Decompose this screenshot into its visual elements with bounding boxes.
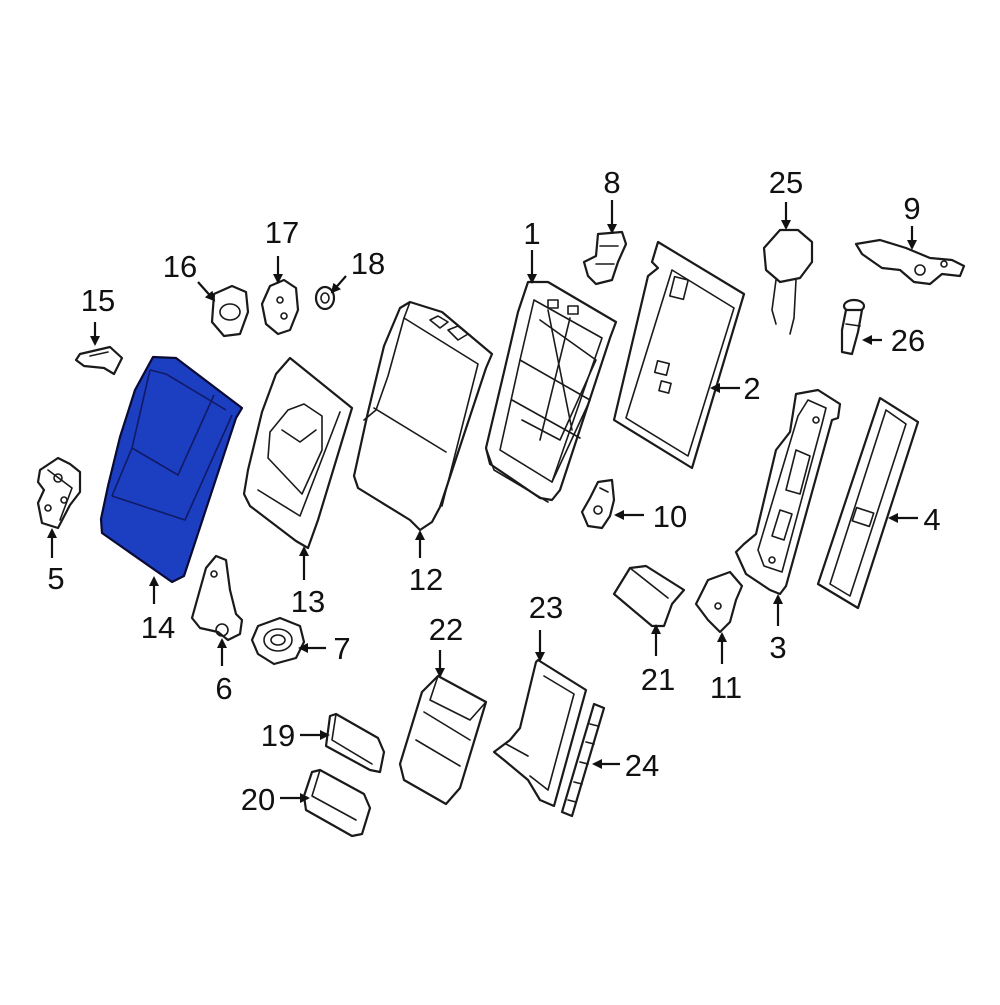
part-6-hinge-bracket[interactable] [190,554,244,642]
callout-12: 12 [409,562,443,597]
part-1-seat-back-frame[interactable] [484,280,618,503]
part-9-hinge[interactable] [854,238,966,286]
part-11-bracket[interactable] [694,570,744,634]
callout-15: 15 [81,283,115,318]
part-19-cover[interactable] [324,712,386,774]
callout-19: 19 [261,718,295,753]
part-21-cover[interactable] [612,564,686,628]
leader-lines [47,200,918,803]
callout-16: 16 [163,249,197,284]
part-20-cover[interactable] [302,768,372,838]
callout-6: 6 [215,671,232,706]
callout-24: 24 [625,748,659,783]
callout-21: 21 [641,662,675,697]
part-13-back-panel[interactable] [242,356,354,550]
part-7-escutcheon[interactable] [250,616,306,666]
callout-22: 22 [429,612,463,647]
callout-17: 17 [265,215,299,250]
part-16-cap[interactable] [210,284,250,338]
callout-11: 11 [710,670,742,705]
callout-3: 3 [769,630,786,665]
part-2-rear-panel[interactable] [612,240,746,470]
callout-9: 9 [903,191,920,226]
part-12-foam-pad[interactable] [352,300,494,532]
part-25-headrest[interactable] [762,228,814,335]
callout-13: 13 [291,584,325,619]
callout-1: 1 [523,216,540,251]
callout-26: 26 [891,323,925,358]
part-24-trim-strip[interactable] [560,702,606,818]
part-15-clip[interactable] [74,345,124,376]
callout-5: 5 [47,561,64,596]
part-23-armrest-frame[interactable] [492,658,588,808]
callout-7: 7 [333,631,350,666]
part-10-bracket[interactable] [580,478,616,530]
part-22-armrest[interactable] [398,674,488,806]
callout-10: 10 [653,499,687,534]
callout-4: 4 [923,502,940,537]
part-17-plate[interactable] [260,278,300,336]
part-18-grommet[interactable] [314,285,336,311]
part-3-side-frame-rail[interactable] [734,388,842,596]
callout-8: 8 [603,165,620,200]
callout-2: 2 [743,371,760,406]
part-26-guide-sleeve[interactable] [840,298,866,356]
callout-14: 14 [141,610,175,645]
part-14-seat-back-cushion[interactable] [99,355,244,584]
callout-labels: 1 2 3 4 5 6 7 8 9 10 11 12 13 14 15 16 1… [47,165,940,817]
callout-20: 20 [241,782,275,817]
part-5-bracket[interactable] [36,456,82,530]
part-8-latch[interactable] [582,230,628,286]
callout-23: 23 [529,590,563,625]
callout-18: 18 [351,246,385,281]
callout-25: 25 [769,165,803,200]
part-4-side-panel[interactable] [816,396,920,610]
